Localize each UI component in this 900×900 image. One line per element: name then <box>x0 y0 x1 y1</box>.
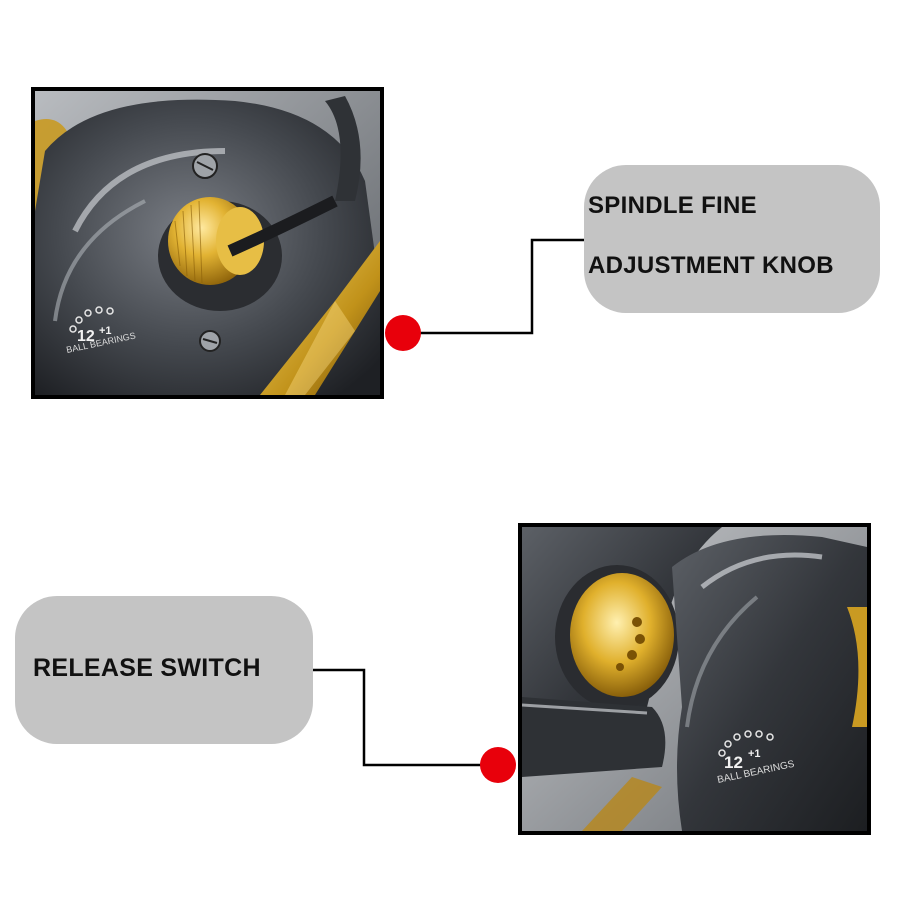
callout-label-line1: SPINDLE FINE <box>588 192 757 219</box>
product-photo-release-switch: 12 +1 BALL BEARINGS <box>518 523 871 835</box>
leader-line-release <box>313 668 498 767</box>
callout-release-switch: RELEASE SWITCH <box>15 596 313 744</box>
marker-dot-spindle <box>385 315 421 351</box>
callout-label-line2: ADJUSTMENT KNOB <box>588 252 834 279</box>
leader-line-spindle <box>403 238 584 335</box>
badge-plus: +1 <box>99 325 112 337</box>
badge-number: 12 <box>724 753 743 772</box>
callout-label: RELEASE SWITCH <box>33 654 261 682</box>
badge-plus: +1 <box>748 748 761 760</box>
reel-closeup-illustration: 12 +1 BALL BEARINGS <box>35 91 380 395</box>
callout-spindle-fine-adjustment-knob: SPINDLE FINE ADJUSTMENT KNOB <box>584 165 880 313</box>
badge-number: 12 <box>77 328 95 345</box>
marker-dot-release <box>480 747 516 783</box>
product-photo-spindle-knob: 12 +1 BALL BEARINGS <box>31 87 384 399</box>
reel-closeup-illustration: 12 +1 BALL BEARINGS <box>522 527 867 831</box>
